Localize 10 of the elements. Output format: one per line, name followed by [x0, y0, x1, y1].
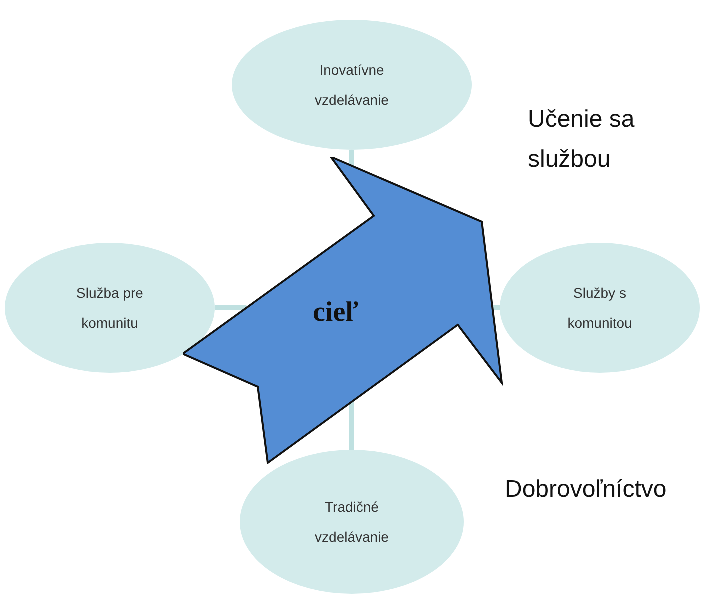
arrow-label: cieľ [313, 297, 359, 329]
node-label: Tradičné vzdelávanie [314, 498, 390, 547]
connector-line [350, 402, 354, 450]
quadrant-label: Učenie sa službou [528, 105, 636, 175]
connector-line [350, 150, 354, 166]
connector-line [215, 306, 247, 310]
node-label: Služba pre komunitu [76, 284, 144, 333]
quadrant-label: Dobrovoľníctvo [505, 475, 668, 505]
node-label: Služby s komunitou [566, 284, 634, 333]
node-label: Inovatívne vzdelávanie [314, 61, 390, 110]
